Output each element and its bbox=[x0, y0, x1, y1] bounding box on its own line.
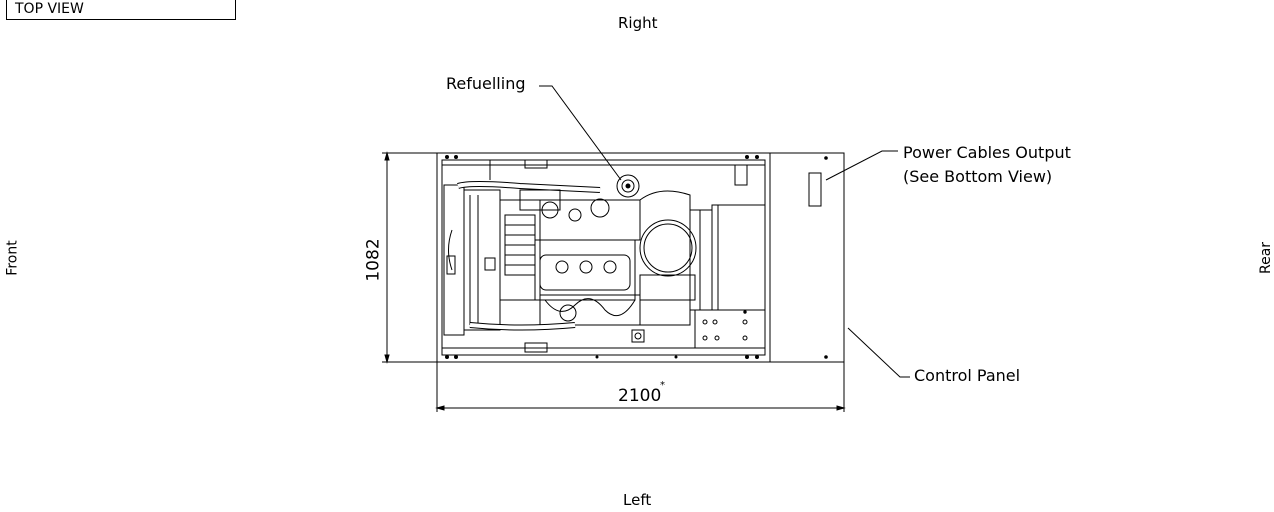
control-panel bbox=[808, 172, 822, 207]
orientation-right-label: Right bbox=[618, 14, 658, 32]
mounting-plate bbox=[694, 309, 766, 349]
height-dimension bbox=[382, 151, 437, 364]
refuelling-cap bbox=[616, 174, 640, 198]
orientation-left-label: Left bbox=[623, 491, 652, 509]
radiator bbox=[443, 160, 501, 336]
view-title-box: TOP VIEW bbox=[6, 0, 236, 20]
view-title: TOP VIEW bbox=[15, 1, 84, 17]
alternator bbox=[689, 204, 766, 311]
control-panel-label: Control Panel bbox=[914, 366, 1021, 385]
width-dimension bbox=[435, 362, 846, 412]
width-dimension-mark: * bbox=[660, 380, 665, 391]
refuelling-label: Refuelling bbox=[446, 74, 526, 93]
callout-leaders bbox=[539, 85, 910, 378]
air-filter bbox=[631, 190, 697, 343]
height-dimension-value: 1082 bbox=[363, 238, 384, 282]
engine-block bbox=[457, 181, 641, 331]
power-cables-label-line2: (See Bottom View) bbox=[903, 167, 1053, 186]
enclosure-outline bbox=[436, 152, 845, 363]
width-dimension-value: 2100 bbox=[618, 386, 662, 406]
power-cables-label-line1: Power Cables Output bbox=[903, 143, 1071, 162]
